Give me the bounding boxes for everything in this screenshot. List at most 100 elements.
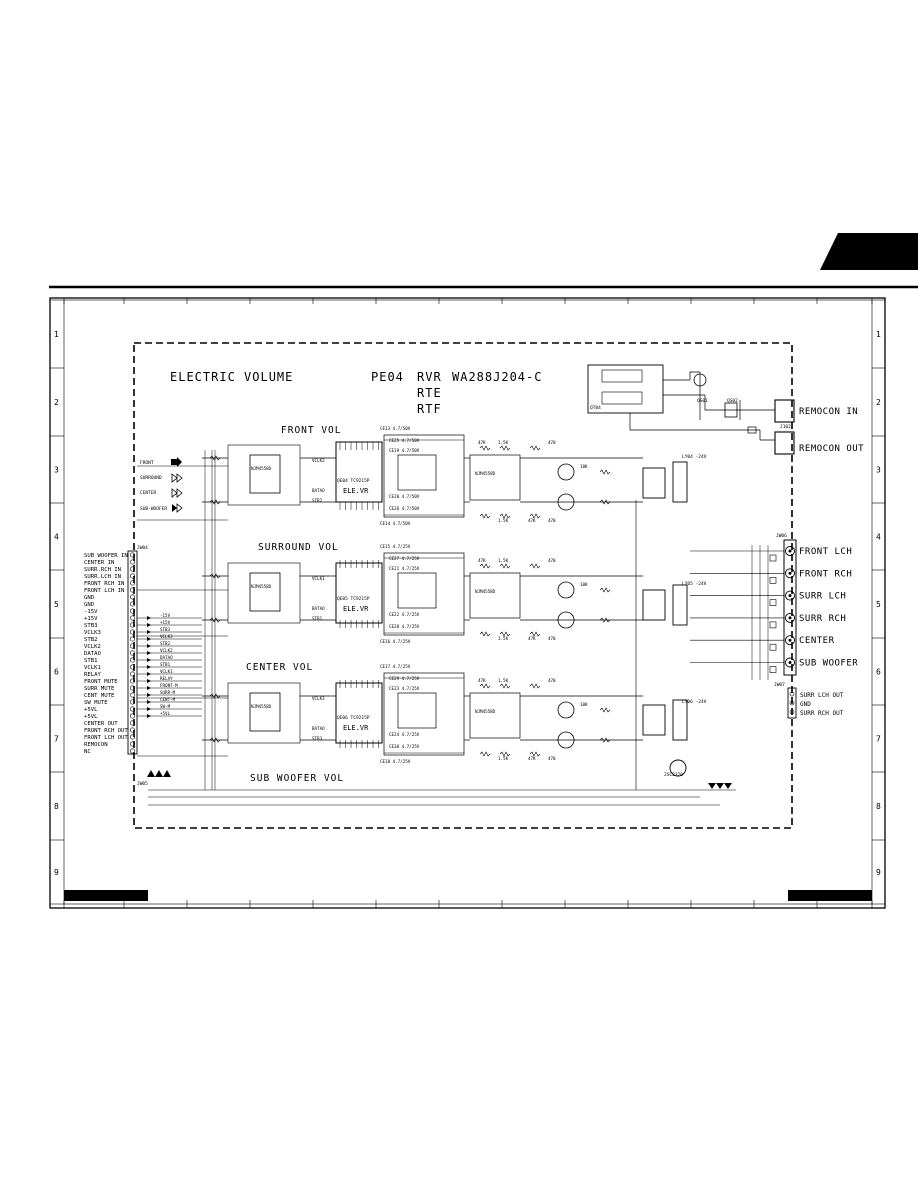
- center-arrow-icon: [171, 488, 178, 498]
- grid-row-right: 7: [876, 735, 881, 744]
- subwoofer-arrow-icon: [172, 504, 177, 512]
- value-tag: 470: [548, 636, 556, 641]
- bus-label: VCLK1: [160, 669, 173, 674]
- frame-block-right: [788, 890, 872, 901]
- left-pin-label: CENTER OUT: [84, 721, 118, 727]
- title-rvr: RVR: [417, 370, 442, 384]
- left-pin-label: SW MUTE: [84, 700, 108, 706]
- left-pin-label: VCLK1: [84, 665, 101, 671]
- transistor-upper: [557, 581, 575, 599]
- output-jack: [785, 635, 795, 646]
- left-pin-label: GND: [84, 602, 95, 608]
- chip-surround: [335, 562, 383, 624]
- cap-label: CE16 4.7/25V: [380, 639, 411, 644]
- left-pin-label: STB2: [84, 637, 97, 643]
- surr-out-pin-rch: SURR RCH OUT: [800, 710, 844, 717]
- transistor-upper: [557, 463, 575, 481]
- ctrl-label: VCLK1: [312, 576, 325, 581]
- relay-driver-id: 2SC2320: [664, 772, 683, 778]
- ctrl-label: STB2: [312, 498, 323, 503]
- surround-arrow-icon: [171, 473, 178, 483]
- input-indicators: FRONT SURROUND CENTER SUB-WOOFER: [140, 457, 183, 513]
- left-pin-label: -15V: [84, 609, 98, 615]
- left-bus-labels: -15V+15VSTB3VCLK3STB2VCLK2DATAOSTB1VCLK1…: [137, 613, 202, 718]
- chip-front-id: QE04 TC9215P: [337, 478, 370, 484]
- value-tag: 47K: [478, 440, 486, 445]
- cap-label: CE28 4.7/25V: [389, 624, 420, 629]
- cap-label: CE21 4.7/25V: [389, 566, 420, 571]
- chip-front-label: ELE.VR: [343, 487, 369, 495]
- cap-label: CE18 4.7/25V: [380, 759, 411, 764]
- grid-row-left: 4: [54, 533, 59, 542]
- output-label: FRONT RCH: [799, 569, 852, 579]
- ctrl-label: STB3: [312, 736, 323, 741]
- left-pin-label: VCLK3: [84, 630, 101, 636]
- cap-label: CE20 4.7/50V: [389, 494, 420, 499]
- value-tag: 470: [548, 440, 556, 445]
- cap-label: CE27 4.7/25V: [389, 556, 420, 561]
- relay-surround-id: LY05 -24V: [682, 581, 707, 587]
- cap-label: CE30 4.7/25V: [389, 744, 420, 749]
- grid-row-right: 3: [876, 466, 881, 475]
- relay-front: [642, 467, 666, 499]
- relay-center-id: LY06 -24V: [682, 699, 707, 705]
- left-pin-label: SURR MUTE: [84, 686, 115, 692]
- left-pin-label: +15V: [84, 616, 98, 622]
- relay-surround: [642, 589, 666, 621]
- grid-row-left: 9: [54, 868, 59, 877]
- value-tag: 47K: [478, 678, 486, 683]
- left-pin-label: CENT MUTE: [84, 693, 115, 699]
- opamp-input: [249, 454, 281, 494]
- bus-label: VCLK3: [160, 634, 173, 639]
- ctrl-label: STB1: [312, 616, 323, 621]
- left-pin-label: REMOCON: [84, 742, 108, 748]
- chip-front: [335, 441, 383, 503]
- value-tag: 10K: [580, 702, 588, 707]
- input-label-subwoofer: SUB-WOOFER: [140, 506, 167, 512]
- page-tab: [820, 233, 918, 270]
- cap-label: CE25 4.7/50V: [389, 438, 420, 443]
- grid-row-left: 1: [54, 330, 59, 339]
- left-connector-bottom-id: JW05: [137, 781, 148, 787]
- output-label: SURR RCH: [799, 614, 846, 624]
- left-pin-label: NC: [84, 749, 91, 755]
- value-tag: 47K: [528, 756, 536, 761]
- title-pe04: PE04: [371, 370, 404, 384]
- grid-row-left: 2: [54, 398, 59, 407]
- cap-label: CE29 4.7/25V: [389, 676, 420, 681]
- title-rtf: RTF: [417, 402, 442, 416]
- opamp-output-label: NJM4558D: [475, 471, 496, 476]
- value-tag: 1.5K: [498, 678, 509, 683]
- grid-row-left: 5: [54, 600, 59, 609]
- input-label-center: CENTER: [140, 490, 157, 496]
- output-jack: [785, 568, 795, 579]
- chip-surround-label: ELE.VR: [343, 605, 369, 613]
- value-tag: 1.5K: [498, 518, 509, 523]
- grid-row-left: 6: [54, 668, 59, 677]
- remocon-out-label: REMOCON OUT: [799, 444, 864, 454]
- grid-row-right: 8: [876, 802, 881, 811]
- left-pin-label: RELAY: [84, 672, 101, 678]
- output-label: SURR LCH: [799, 592, 846, 602]
- left-pin-label: FRONT LCH OUT: [84, 735, 128, 741]
- opamp-output-label: NJM4558D: [475, 709, 496, 714]
- ctrl-label: BATAO: [312, 606, 325, 611]
- input-label-surround: SURROUND: [140, 475, 162, 481]
- section-surround-vol: SURROUND VOL: [258, 542, 339, 553]
- cap-label: CE26 4.7/50V: [389, 506, 420, 511]
- section-subwoofer-vol: SUB WOOFER VOL: [250, 773, 344, 784]
- left-pin-label: SURR.LCH IN: [84, 574, 121, 580]
- left-pin-label: STB1: [84, 658, 97, 664]
- section-center-vol: CENTER VOL: [246, 662, 313, 673]
- bus-label: FRONT-M: [160, 683, 178, 688]
- chip-surround-id: QE05 TC9215P: [337, 596, 370, 602]
- grid-row-left: 3: [54, 466, 59, 475]
- bus-label: STB2: [160, 641, 171, 646]
